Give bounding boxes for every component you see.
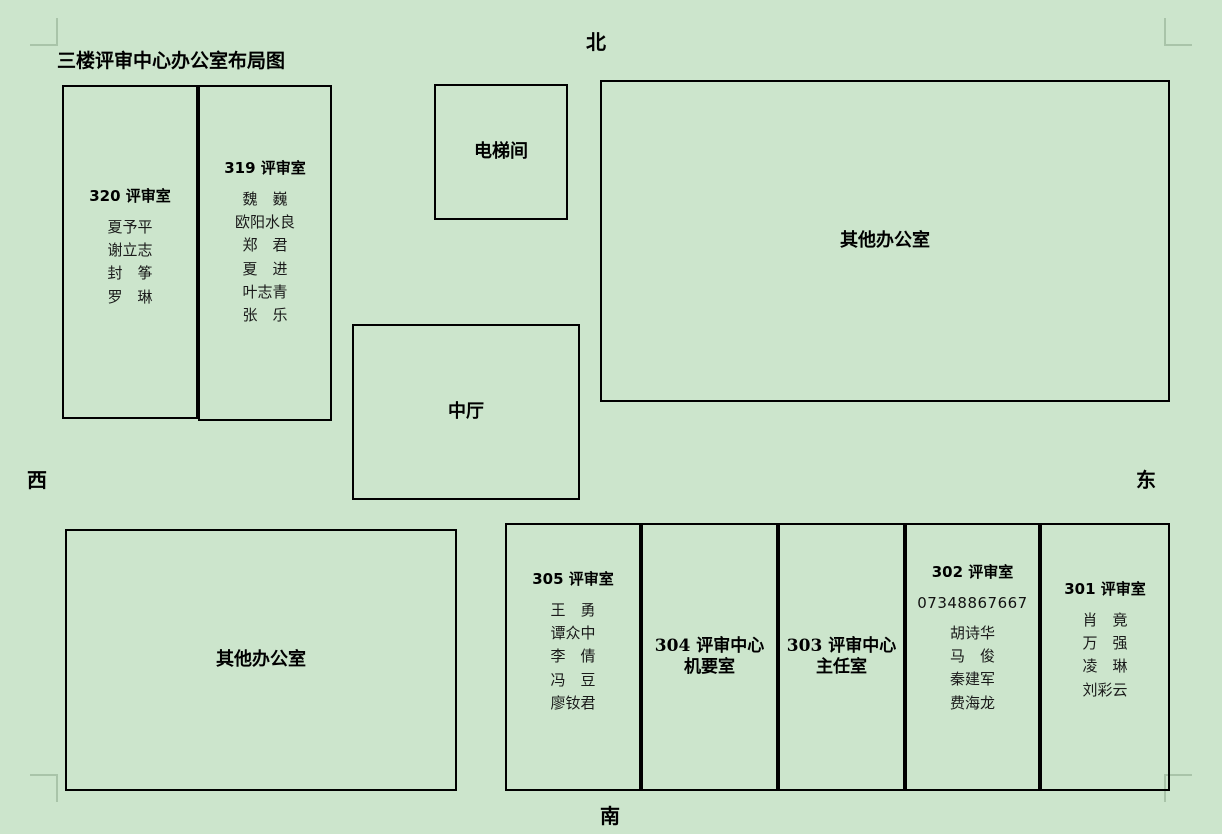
room-303[interactable]: 303 评审中心 主任室 (778, 523, 905, 791)
occupant-name: 王 勇 (550, 600, 596, 619)
room-301[interactable]: 301 评审室 肖 竟万 强凌 琳刘彩云 (1040, 523, 1170, 791)
room-other-offices-southwest-label: 其他办公室 (216, 648, 306, 670)
occupant-name: 罗 琳 (107, 287, 153, 306)
occupant-name: 刘彩云 (1082, 680, 1128, 699)
room-elevator-lobby-label: 电梯间 (474, 140, 528, 162)
occupant-name: 谢立志 (107, 241, 153, 259)
room-305-occupants: 王 勇谭众中李 倩冯 豆廖钕君 (550, 599, 595, 715)
room-305-label: 305 评审室 (532, 570, 614, 588)
room-central-hall[interactable]: 中厅 (352, 324, 580, 500)
room-302-phone: 07348867667 (917, 593, 1028, 612)
room-central-hall-label: 中厅 (448, 400, 484, 422)
occupant-name: 叶志青 (242, 282, 288, 301)
occupant-name: 谭众中 (550, 624, 596, 642)
compass-label-west: 西 (27, 468, 47, 492)
room-elevator-lobby[interactable]: 电梯间 (434, 84, 568, 220)
occupant-name: 封 筝 (107, 264, 153, 283)
crop-mark-bottom-left (30, 774, 58, 802)
room-302[interactable]: 302 评审室 07348867667 胡诗华马 俊秦建军费海龙 (905, 523, 1040, 791)
occupant-name: 夏予平 (107, 217, 153, 236)
room-319[interactable]: 319 评审室 魏 巍欧阳水良郑 君夏 进叶志青张 乐 (198, 85, 332, 421)
compass-label-east: 东 (1136, 468, 1156, 492)
room-304-label: 304 评审中心 机要室 (654, 635, 765, 677)
page-title: 三楼评审中心办公室布局图 (57, 50, 286, 72)
occupant-name: 李 倩 (550, 647, 596, 666)
room-320-label: 320 评审室 (89, 187, 171, 205)
occupant-name: 欧阳水良 (234, 213, 295, 231)
room-301-occupants: 肖 竟万 强凌 琳刘彩云 (1082, 609, 1127, 702)
occupant-name: 胡诗华 (949, 623, 995, 642)
room-319-occupants: 魏 巍欧阳水良郑 君夏 进叶志青张 乐 (235, 188, 295, 328)
crop-mark-top-left (30, 18, 58, 46)
occupant-name: 廖钕君 (550, 693, 596, 712)
room-other-offices-northeast-label: 其他办公室 (840, 229, 930, 251)
crop-mark-top-right (1164, 18, 1192, 46)
occupant-name: 冯 豆 (550, 670, 596, 689)
occupant-name: 万 强 (1082, 634, 1128, 652)
crop-mark-bottom-right (1164, 774, 1192, 802)
occupant-name: 张 乐 (242, 306, 288, 324)
occupant-name: 魏 巍 (242, 189, 288, 208)
room-303-label: 303 评审中心 主任室 (786, 635, 897, 677)
occupant-name: 马 俊 (949, 647, 995, 665)
occupant-name: 肖 竟 (1082, 610, 1128, 629)
room-other-offices-northeast[interactable]: 其他办公室 (600, 80, 1170, 402)
occupant-name: 凌 琳 (1082, 657, 1128, 676)
occupant-name: 秦建军 (949, 670, 995, 689)
occupant-name: 郑 君 (242, 236, 288, 255)
room-other-offices-southwest[interactable]: 其他办公室 (65, 529, 457, 791)
compass-label-south: 南 (600, 804, 620, 828)
room-302-occupants: 胡诗华马 俊秦建军费海龙 (950, 622, 995, 715)
occupant-name: 费海龙 (949, 693, 995, 712)
compass-label-north: 北 (586, 30, 606, 54)
room-304[interactable]: 304 评审中心 机要室 (641, 523, 778, 791)
room-305[interactable]: 305 评审室 王 勇谭众中李 倩冯 豆廖钕君 (505, 523, 641, 791)
room-319-label: 319 评审室 (224, 159, 306, 177)
room-302-label: 302 评审室 (931, 563, 1014, 581)
room-301-label: 301 评审室 (1064, 580, 1146, 598)
room-320-occupants: 夏予平谢立志封 筝罗 琳 (107, 216, 152, 309)
room-320[interactable]: 320 评审室 夏予平谢立志封 筝罗 琳 (62, 85, 198, 419)
occupant-name: 夏 进 (242, 259, 288, 278)
